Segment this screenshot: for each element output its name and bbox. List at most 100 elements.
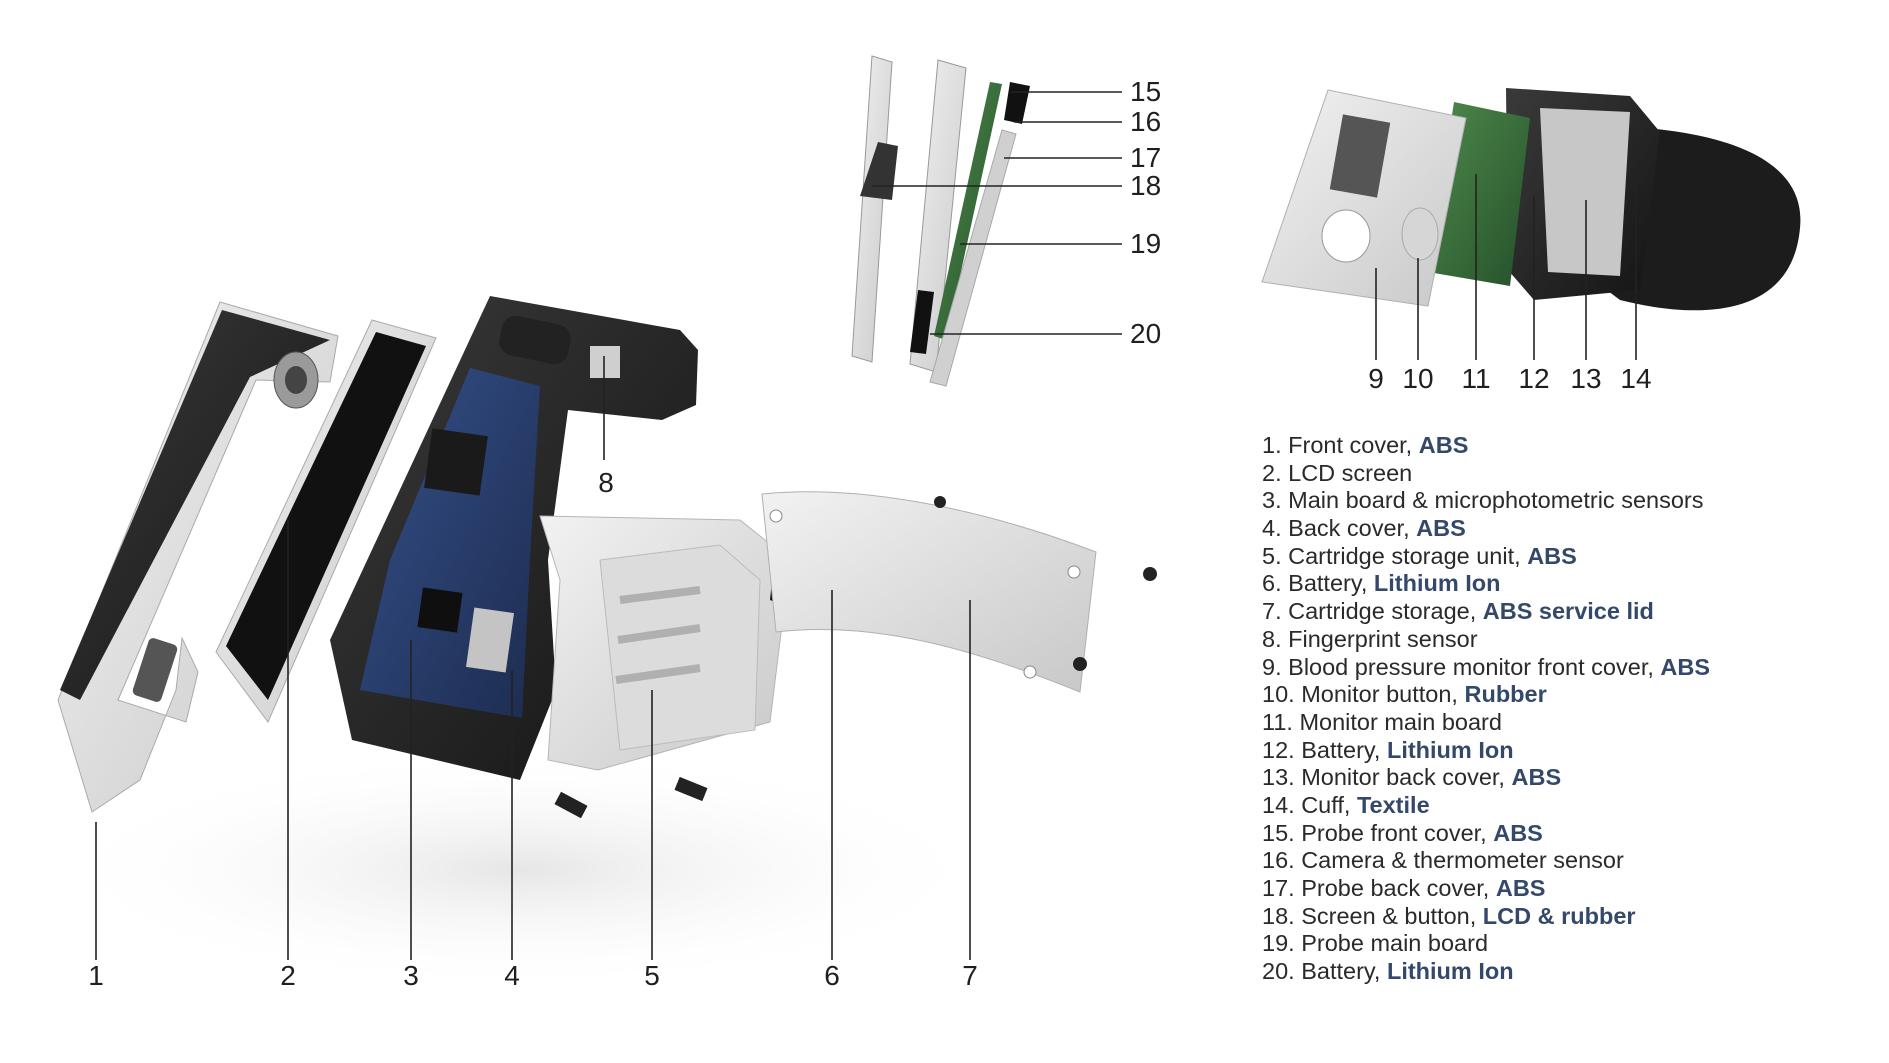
part-cartridge-service-lid — [761, 491, 1157, 693]
legend-part: Cuff, — [1301, 791, 1351, 818]
legend-item: 10. Monitor button, Rubber — [1262, 681, 1862, 709]
callout-3: 3 — [403, 960, 419, 991]
part-front-cover — [57, 301, 339, 813]
part-probe — [851, 55, 1030, 387]
legend-material: ABS — [1493, 819, 1543, 846]
legend-item: 3. Main board & microphotometric sensors — [1262, 487, 1862, 515]
legend-part: Cartridge storage unit, — [1288, 542, 1521, 569]
legend-item: 1. Front cover, ABS — [1262, 432, 1862, 460]
callout-19: 19 — [1130, 228, 1161, 259]
legend-num: 1. — [1262, 432, 1282, 458]
callout-2: 2 — [280, 960, 296, 991]
legend-item: 8. Fingerprint sensor — [1262, 626, 1862, 654]
legend-part: Probe front cover, — [1301, 819, 1487, 846]
legend-num: 19. — [1262, 930, 1295, 957]
callout-9: 9 — [1368, 363, 1384, 394]
monitor-button-icon — [1321, 209, 1371, 263]
legend-material: Lithium Ion — [1386, 736, 1514, 763]
legend-part: LCD screen — [1288, 459, 1413, 486]
legend-item: 4. Back cover, ABS — [1262, 515, 1862, 543]
legend-part: Main board & microphotometric sensors — [1288, 487, 1704, 514]
legend-part: Battery, — [1288, 570, 1368, 597]
legend-num: 18. — [1262, 902, 1295, 929]
legend-num: 2. — [1262, 459, 1282, 486]
ground-shadow — [40, 750, 1000, 990]
callout-13: 13 — [1570, 363, 1601, 394]
callout-8: 8 — [598, 467, 614, 498]
callout-17: 17 — [1130, 142, 1161, 173]
leader-lines — [95, 91, 1637, 960]
legend-material: ABS — [1495, 875, 1546, 901]
legend-num: 5. — [1262, 542, 1282, 569]
legend-item: 12. Battery, Lithium Ion — [1262, 737, 1862, 765]
legend-item: 7. Cartridge storage, ABS service lid — [1262, 598, 1862, 626]
callout-7: 7 — [962, 960, 978, 991]
legend-num: 13. — [1262, 764, 1295, 791]
legend-num: 15. — [1262, 819, 1295, 846]
callout-4: 4 — [504, 960, 520, 991]
legend-material: ABS — [1660, 653, 1711, 680]
legend-part: Battery, — [1301, 736, 1381, 763]
legend-item: 15. Probe front cover, ABS — [1262, 820, 1862, 848]
legend-part: Fingerprint sensor — [1288, 625, 1478, 652]
legend-material: Lithium Ion — [1386, 958, 1514, 985]
callout-14: 14 — [1620, 363, 1651, 394]
legend-item: 18. Screen & button, LCD & rubber — [1262, 903, 1862, 931]
legend-item: 14. Cuff, Textile — [1262, 792, 1862, 820]
legend-part: Blood pressure monitor front cover, — [1288, 653, 1654, 680]
screw-icon — [934, 496, 946, 508]
legend-item: 6. Battery, Lithium Ion — [1262, 570, 1862, 598]
callout-1: 1 — [88, 960, 104, 991]
legend-item: 13. Monitor back cover, ABS — [1262, 764, 1862, 792]
legend-material: Rubber — [1464, 681, 1547, 708]
legend-num: 16. — [1262, 847, 1295, 874]
legend-material: ABS — [1418, 432, 1469, 458]
legend-item: 9. Blood pressure monitor front cover, A… — [1262, 654, 1862, 682]
legend-num: 9. — [1262, 653, 1282, 680]
legend-part: Camera & thermometer sensor — [1301, 847, 1624, 874]
legend-item: 11. Monitor main board — [1262, 709, 1862, 737]
legend-part: Probe back cover, — [1301, 875, 1490, 901]
legend-num: 6. — [1262, 570, 1282, 597]
part-bp-monitor — [1261, 88, 1801, 311]
callout-11: 11 — [1461, 363, 1490, 394]
legend-item: 5. Cartridge storage unit, ABS — [1262, 543, 1862, 571]
callout-16: 16 — [1130, 106, 1161, 137]
parts-legend: 1. Front cover, ABS 2. LCD screen 3. Mai… — [1262, 432, 1862, 986]
legend-material: Lithium Ion — [1373, 570, 1501, 597]
legend-part: Front cover, — [1288, 432, 1413, 458]
legend-num: 20. — [1262, 958, 1295, 985]
legend-part: Monitor main board — [1299, 708, 1502, 735]
legend-material: ABS — [1527, 542, 1577, 569]
legend-num: 7. — [1262, 598, 1282, 625]
legend-part: Probe main board — [1301, 930, 1489, 957]
callout-15: 15 — [1130, 76, 1161, 107]
callout-10: 10 — [1402, 363, 1433, 394]
callout-6: 6 — [824, 960, 840, 991]
callout-18: 18 — [1130, 170, 1161, 201]
screw-icon — [1143, 567, 1157, 581]
legend-num: 17. — [1262, 875, 1295, 901]
part-main-board-and-back-cover — [330, 296, 698, 780]
legend-material: ABS service lid — [1482, 598, 1654, 625]
legend-num: 14. — [1262, 791, 1295, 818]
legend-num: 8. — [1262, 625, 1282, 652]
callout-5: 5 — [644, 960, 660, 991]
legend-part: Monitor back cover, — [1301, 764, 1505, 791]
legend-item: 20. Battery, Lithium Ion — [1262, 958, 1862, 986]
legend-num: 10. — [1262, 681, 1295, 708]
legend-num: 3. — [1262, 487, 1282, 514]
legend-material: ABS — [1511, 764, 1562, 791]
part-cartridge-storage-unit — [539, 515, 791, 819]
legend-num: 12. — [1262, 736, 1295, 763]
legend-item: 2. LCD screen — [1262, 460, 1862, 488]
legend-item: 19. Probe main board — [1262, 930, 1862, 958]
legend-part: Monitor button, — [1301, 681, 1458, 708]
legend-item: 17. Probe back cover, ABS — [1262, 875, 1862, 903]
screw-icon — [1073, 657, 1087, 671]
legend-part: Cartridge storage, — [1288, 598, 1477, 625]
legend-material: Textile — [1356, 791, 1430, 818]
legend-num: 11. — [1262, 708, 1293, 735]
callout-numbers: 1 2 3 4 5 6 7 8 9 10 11 12 13 14 15 16 1… — [88, 76, 1651, 991]
